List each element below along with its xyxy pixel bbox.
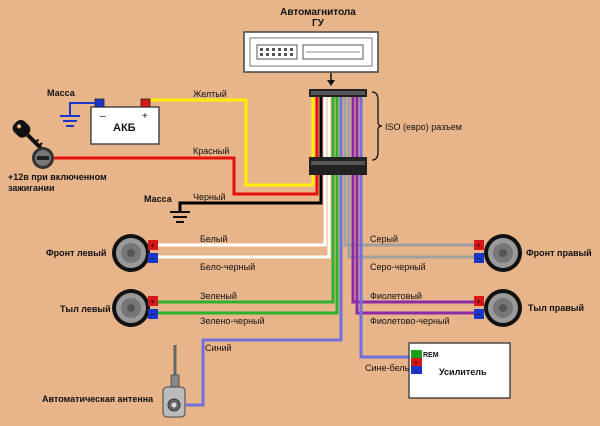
ignition-key: +12в при включенном зажигании <box>8 119 107 193</box>
speaker-rear-right: + – Тыл правый <box>474 289 584 327</box>
speaker-icon <box>484 289 522 327</box>
wire-blue <box>186 96 343 407</box>
terminal-minus-mark: – <box>476 254 481 263</box>
ground-icon <box>170 211 190 223</box>
antenna-label: Автоматическая антенна <box>42 394 154 404</box>
speaker-front-right: + – Фронт правый <box>474 234 592 272</box>
ignition-lock-icon <box>32 147 54 169</box>
terminal-minus <box>474 253 484 263</box>
terminal-minus <box>148 309 158 319</box>
iso-connector: ISO (евро) разъем <box>309 89 462 175</box>
ground-top-label: Масса <box>47 88 76 98</box>
label-gray: Серый <box>370 234 398 244</box>
battery: – + АКБ <box>90 98 160 145</box>
antenna-icon <box>162 345 186 418</box>
terminal-minus-mark: – <box>150 254 155 263</box>
ground-mid-label: Масса <box>144 194 173 204</box>
terminal-plus-mark: + <box>476 241 481 250</box>
wire-blue-white <box>359 96 411 359</box>
battery-minus-mark: – <box>100 111 106 122</box>
label-green-black: Зелено-черный <box>200 316 265 326</box>
label-violet-black: Фиолетово-черный <box>370 316 450 326</box>
label-yellow: Желтый <box>193 89 227 99</box>
speaker-rear-left-label: Тыл левый <box>60 304 111 314</box>
amplifier: REM + – Усилитель <box>408 342 511 399</box>
terminal-minus <box>411 366 422 374</box>
speaker-front-left-label: Фронт левый <box>46 248 106 258</box>
battery-plus-mark: + <box>142 111 148 122</box>
ground-mid: Масса <box>144 194 190 223</box>
terminal-plus <box>474 296 484 306</box>
terminal-minus <box>474 309 484 319</box>
amp-rem-label: REM <box>423 352 439 359</box>
label-green: Зеленый <box>200 291 237 301</box>
wire-white-black <box>154 96 331 259</box>
iso-label: ISO (евро) разъем <box>385 122 462 132</box>
amp-plus-mark: + <box>414 360 418 367</box>
label-white: Белый <box>200 234 227 244</box>
speaker-front-right-label: Фронт правый <box>526 248 592 258</box>
terminal-minus <box>148 253 158 263</box>
terminal-plus <box>474 240 484 250</box>
label-violet: Фиолетовый <box>370 291 422 301</box>
terminal-minus-mark: – <box>476 310 481 319</box>
wire-black <box>178 96 323 212</box>
terminal-plus-mark: + <box>150 241 155 250</box>
terminal-plus <box>148 296 158 306</box>
label-gray-black: Серо-черный <box>370 262 426 272</box>
label-black: Черный <box>193 192 225 202</box>
ignition-label-line2: зажигании <box>8 183 55 193</box>
key-icon <box>12 119 45 152</box>
wire-labels: Желтый Красный Черный Белый Бело-черный … <box>193 89 450 373</box>
label-blue: Синий <box>205 343 232 353</box>
wire-gray <box>343 96 478 247</box>
terminal-minus-mark: – <box>150 310 155 319</box>
label-blue-white: Сине-белый <box>365 363 416 373</box>
wire-yellow <box>143 98 313 187</box>
ground-top: Масса <box>47 88 95 127</box>
antenna: Автоматическая антенна <box>42 345 186 418</box>
speaker-front-left: Фронт левый + – <box>46 234 158 272</box>
speaker-icon <box>112 289 150 327</box>
battery-label: АКБ <box>113 122 136 134</box>
speaker-rear-left: Тыл левый + – <box>60 289 158 327</box>
speaker-rear-right-label: Тыл правый <box>528 303 584 313</box>
amp-minus-mark: – <box>414 368 418 375</box>
wire-white <box>154 96 327 247</box>
ignition-label-line1: +12в при включенном <box>8 172 107 182</box>
terminal-plus <box>148 240 158 250</box>
label-red: Красный <box>193 146 229 156</box>
head-unit-subtitle: ГУ <box>312 18 325 29</box>
terminal-rem <box>411 350 422 358</box>
label-white-black: Бело-черный <box>200 262 255 272</box>
speaker-icon <box>112 234 150 272</box>
amplifier-label: Усилитель <box>439 367 487 377</box>
head-unit: Автомагнитола ГУ <box>243 7 379 86</box>
terminal-plus-mark: + <box>150 297 155 306</box>
speaker-icon <box>484 234 522 272</box>
terminal-plus-mark: + <box>476 297 481 306</box>
head-unit-title: Автомагнитола <box>280 7 356 18</box>
wire-gray-black <box>347 96 478 259</box>
terminal-plus <box>411 358 422 366</box>
ground-icon <box>60 115 80 127</box>
